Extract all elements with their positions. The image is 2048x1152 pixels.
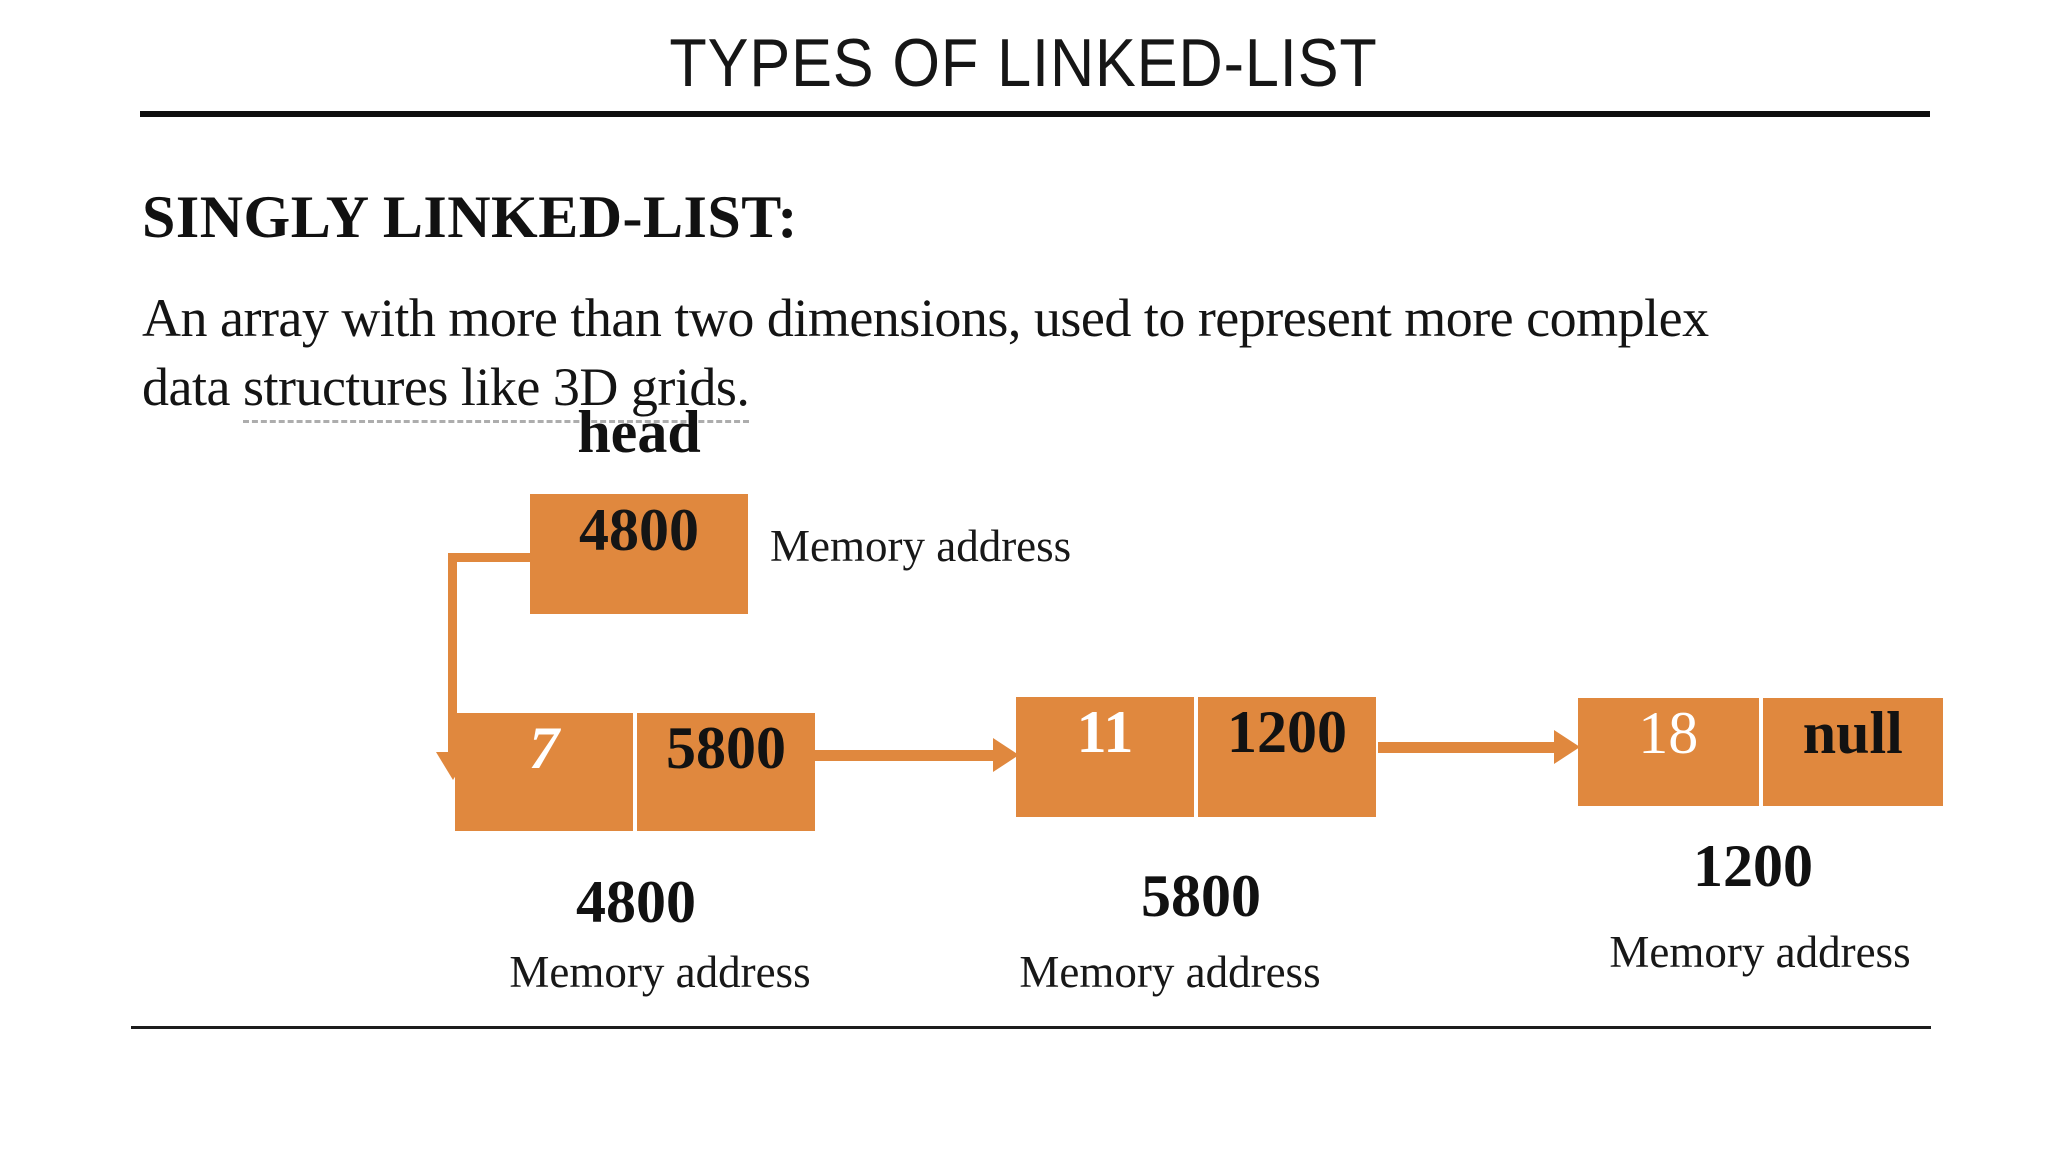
- arrow-node1-node2-arrowhead-icon: [993, 738, 1019, 772]
- node-3-caption: Memory address: [1609, 927, 1911, 977]
- node-1-pointer-cell: 5800: [637, 713, 815, 831]
- node-2-caption: Memory address: [1019, 947, 1321, 997]
- arrow-node2-node3-shaft: [1378, 742, 1556, 753]
- head-label: head: [577, 399, 701, 465]
- title-divider: [140, 111, 1930, 117]
- node-3-value-cell: 18: [1578, 698, 1759, 806]
- list-node-1: 7 5800: [455, 713, 815, 831]
- head-node-box: 4800: [530, 494, 748, 614]
- node-3-pointer-cell: null: [1762, 698, 1943, 806]
- description-line-1: An array with more than two dimensions, …: [142, 288, 1709, 348]
- node-2-address: 5800: [1141, 863, 1261, 929]
- page-title: TYPES OF LINKED-LIST: [669, 25, 1379, 101]
- node-2-value-cell: 11: [1016, 697, 1194, 817]
- node-3-address: 1200: [1693, 833, 1813, 899]
- description-line-2: data structures like 3D grids.: [142, 356, 750, 423]
- description-line-2-start: data: [142, 357, 243, 417]
- footer-divider: [131, 1026, 1931, 1029]
- node-1-address: 4800: [576, 869, 696, 935]
- arrow-node2-node3-arrowhead-icon: [1554, 730, 1580, 764]
- node-1-caption: Memory address: [509, 947, 811, 997]
- arrow-node1-node2-shaft: [815, 750, 995, 761]
- slide-title-row: TYPES OF LINKED-LIST: [0, 24, 2048, 102]
- list-node-2: 11 1200: [1016, 697, 1376, 817]
- head-pointer-elbow-horizontal: [448, 553, 532, 562]
- node-1-value-cell: 7: [455, 713, 633, 831]
- section-heading: SINGLY LINKED-LIST:: [142, 184, 798, 250]
- list-node-3: 18 null: [1578, 698, 1943, 806]
- head-node-address: 4800: [579, 497, 699, 563]
- description-line-2-dashed: structures like 3D grids.: [242, 357, 750, 423]
- node-2-pointer-cell: 1200: [1198, 697, 1376, 817]
- head-node-caption: Memory address: [770, 521, 1072, 571]
- head-pointer-elbow-vertical: [448, 553, 457, 756]
